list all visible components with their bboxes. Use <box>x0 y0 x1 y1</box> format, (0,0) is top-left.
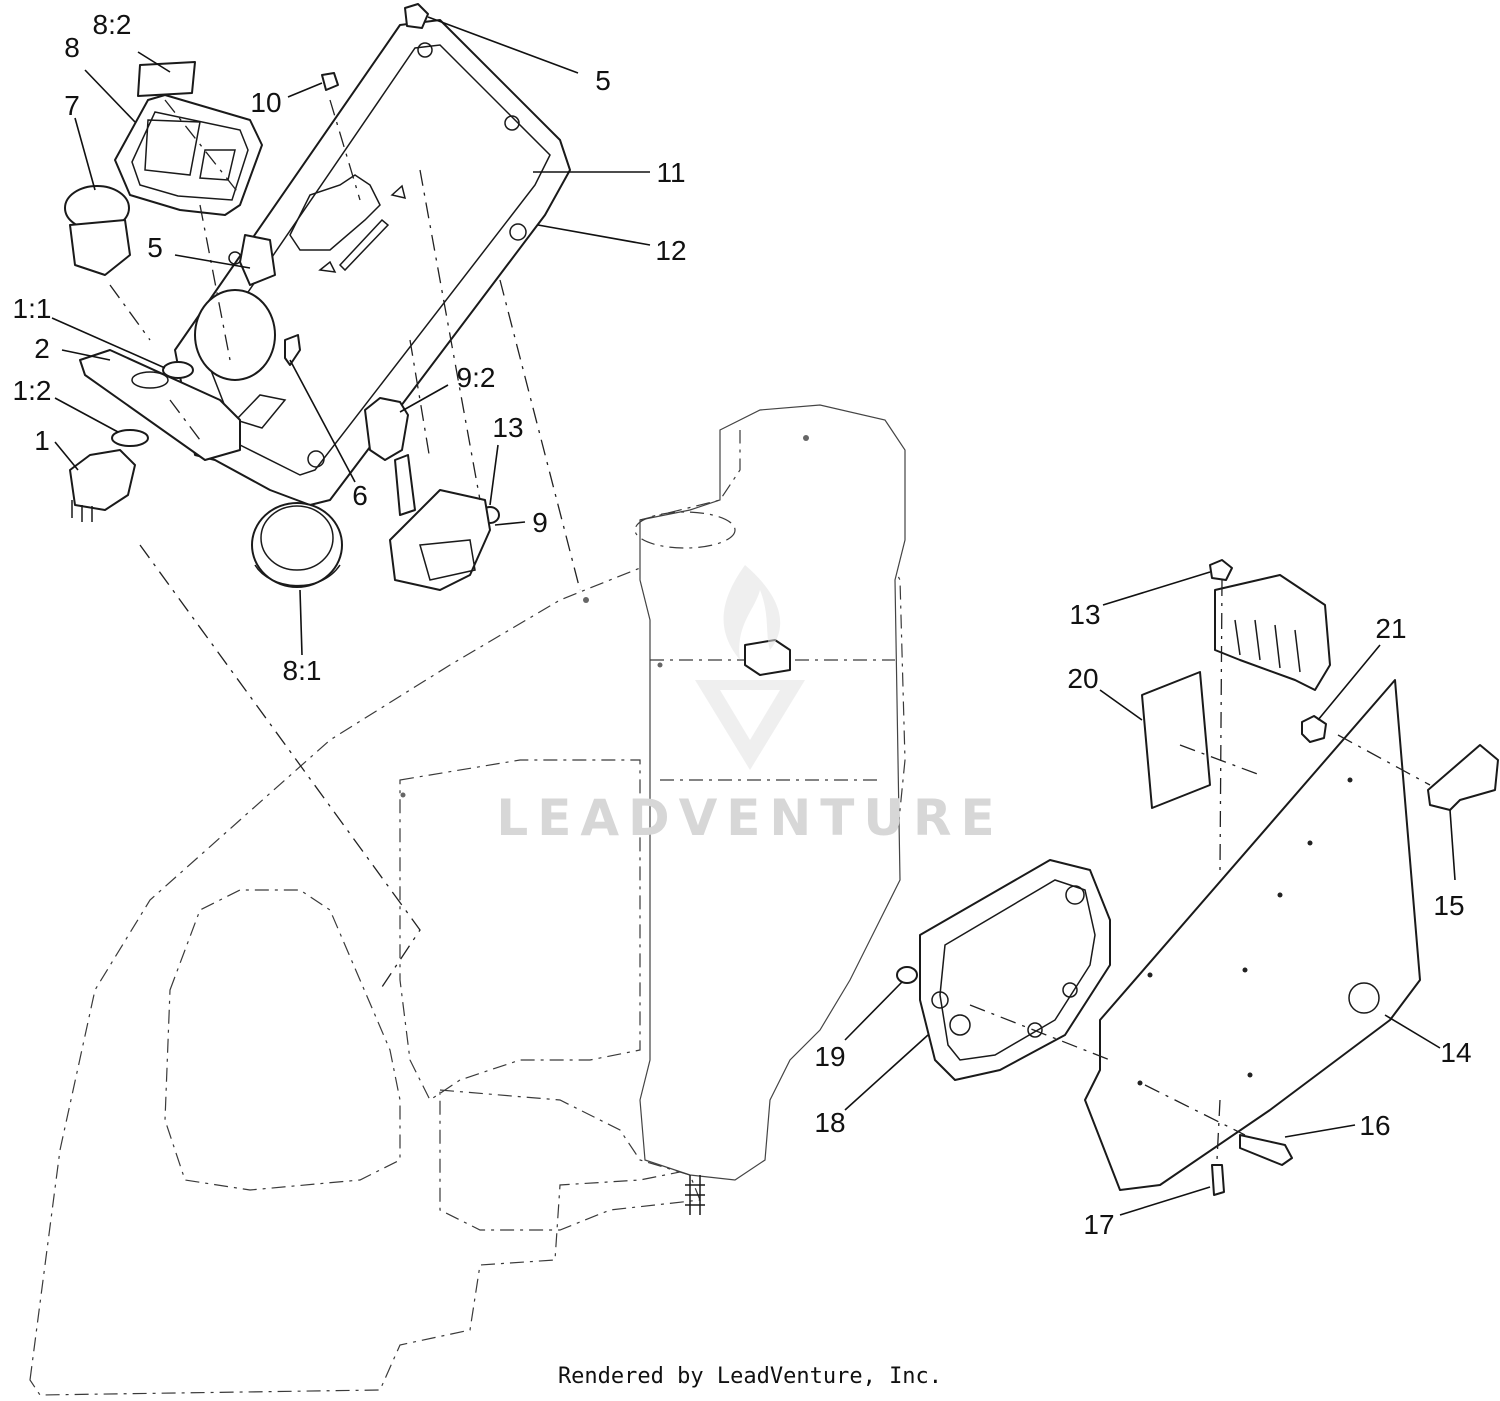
callout-13-a: 13 <box>492 412 523 443</box>
callout-15: 15 <box>1433 890 1464 921</box>
part-7-switch <box>64 185 131 276</box>
footer-credit: Rendered by LeadVenture, Inc. <box>557 1364 943 1389</box>
watermark-text: LEADVENTURE <box>496 789 1003 847</box>
alignment-lines <box>109 99 1431 1161</box>
part-20-decal <box>1141 671 1211 809</box>
callout-5-top: 5 <box>595 65 611 96</box>
callout-19: 19 <box>814 1041 845 1072</box>
callout-11: 11 <box>656 157 685 188</box>
callout-9-2: 9:2 <box>457 362 496 393</box>
part-16-bolt <box>1239 1134 1293 1166</box>
callout-8-2: 8:2 <box>93 9 132 40</box>
callout-5-mid: 5 <box>147 232 163 263</box>
part-21-nut <box>1301 715 1327 743</box>
callout-13-b: 13 <box>1069 599 1100 630</box>
callout-10: 10 <box>250 87 281 118</box>
part-5-bolt <box>404 3 429 29</box>
part-1-2-nut <box>111 429 149 447</box>
callout-18: 18 <box>814 1107 845 1138</box>
callout-labels: 8:2 8 7 10 5 11 12 5 1:1 2 1:2 1 6 9:2 1… <box>13 9 1472 1240</box>
part-14-mount-plate <box>1084 679 1421 1191</box>
part-19-nut <box>896 966 918 984</box>
part-13-nut-right <box>1209 559 1233 581</box>
part-9-throttle <box>389 454 491 591</box>
part-1-ignition-switch <box>69 449 136 522</box>
callout-8: 8 <box>64 32 80 63</box>
part-9-2-knob <box>364 397 409 461</box>
callout-1: 1 <box>34 425 50 456</box>
part-18-controller <box>919 859 1111 1081</box>
callout-20: 20 <box>1067 663 1098 694</box>
dash-panel <box>79 19 571 506</box>
callout-9: 9 <box>532 507 548 538</box>
callout-1-2: 1:2 <box>13 375 52 406</box>
callout-8-1: 8:1 <box>283 655 322 686</box>
part-10-screw <box>321 72 339 91</box>
callout-6: 6 <box>352 480 368 511</box>
part-8-1-ring-nut <box>251 502 343 588</box>
part-6-bolt <box>284 334 301 366</box>
callout-21: 21 <box>1375 613 1406 644</box>
callout-1-1: 1:1 <box>13 293 52 324</box>
callout-12: 12 <box>655 235 686 266</box>
fuse-block <box>1214 574 1331 691</box>
part-5-clip <box>239 234 276 286</box>
callout-7: 7 <box>64 90 80 121</box>
part-15-switch <box>1427 744 1499 811</box>
part-8-hour-meter <box>114 94 263 216</box>
callout-16: 16 <box>1359 1110 1390 1141</box>
leader-lines <box>51 16 1456 1216</box>
part-8-2-decal <box>137 61 196 97</box>
callout-14: 14 <box>1440 1037 1471 1068</box>
callout-17: 17 <box>1083 1209 1114 1240</box>
part-1-1-washer <box>162 361 194 379</box>
watermark-logo <box>695 565 805 770</box>
tractor-body-outline <box>29 404 906 1396</box>
callout-2: 2 <box>34 333 50 364</box>
part-17-screw <box>1211 1164 1225 1196</box>
